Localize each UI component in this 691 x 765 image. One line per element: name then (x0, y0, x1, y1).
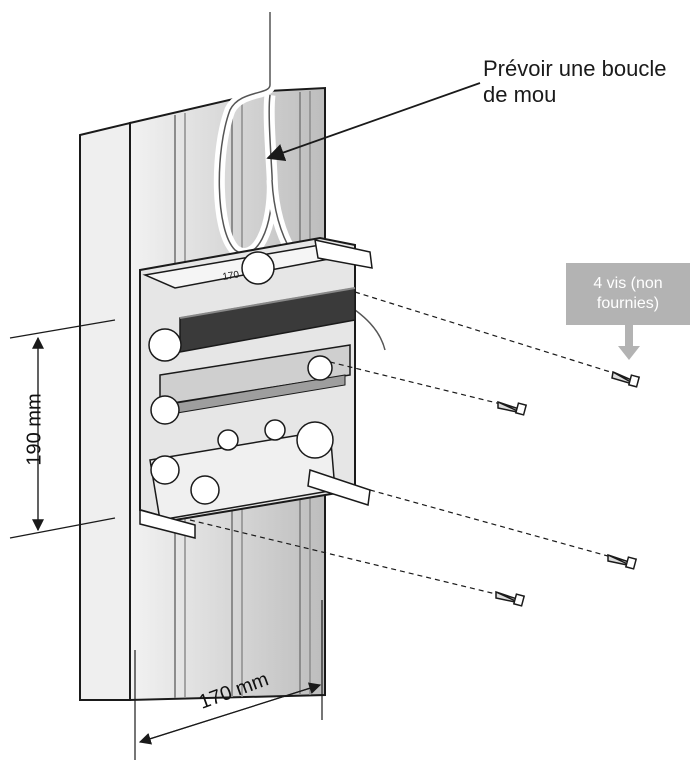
screw-icon (607, 553, 638, 570)
mounting-bracket (139, 236, 373, 539)
cable-loop-leader-arrow (266, 82, 481, 162)
height-dimension (9, 319, 116, 539)
width-dimension (134, 600, 323, 760)
screws-line2: fournies) (596, 295, 660, 312)
arrow-down-icon (618, 325, 640, 360)
height-dimension-label: 190 mm (23, 393, 46, 466)
cable-loop-callout: Prévoir une boucle de mou (483, 56, 688, 108)
screw-icon (611, 370, 641, 388)
screw-icon (495, 590, 526, 607)
screws-line1: 4 vis (non (593, 275, 663, 292)
screw-guide-lines (189, 291, 621, 596)
screws-callout: 4 vis (non fournies) (566, 263, 690, 325)
cable-loop-line1: Prévoir une boucle (483, 56, 667, 81)
bracket-mark: 170 (222, 269, 241, 283)
screw-icon (497, 400, 528, 416)
cable-loop-line2: de mou (483, 82, 557, 107)
